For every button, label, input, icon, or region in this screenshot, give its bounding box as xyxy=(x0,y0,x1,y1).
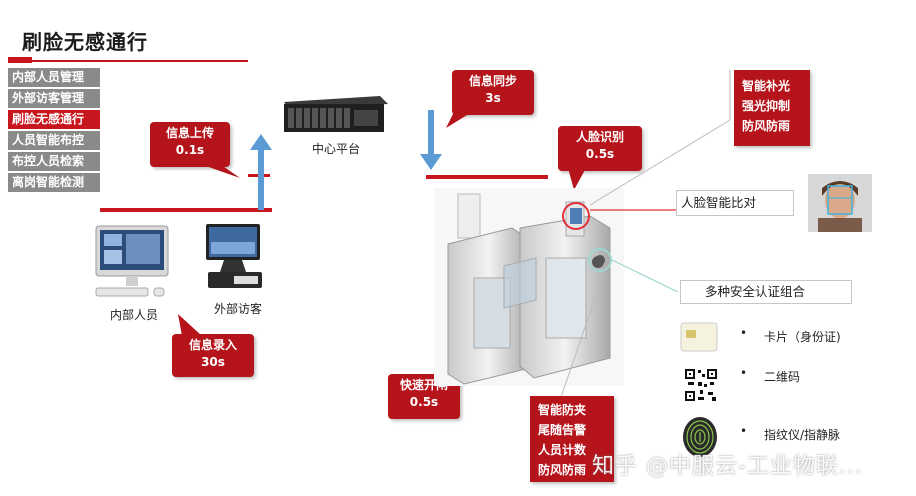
menu-item-smart-control[interactable]: 人员智能布控 xyxy=(8,131,100,150)
callout-upload: 信息上传 0.1s xyxy=(150,122,230,167)
callout-entry: 信息录入 30s xyxy=(172,334,254,377)
callout-upload-title: 信息上传 xyxy=(165,126,214,140)
feature-tailgate-alarm: 尾随告警 xyxy=(538,423,587,437)
gate-bar xyxy=(426,175,548,179)
watermark: 知乎 @中服云-工业物联... xyxy=(592,454,863,479)
callout-face-recognition: 人脸识别 0.5s xyxy=(558,126,642,171)
face-scan-photo-icon xyxy=(808,174,872,232)
callout-face-time: 0.5s xyxy=(585,147,615,161)
feature-glare-suppress: 强光抑制 xyxy=(742,99,791,113)
upload-arrow-icon xyxy=(250,134,272,210)
callout-entry-time: 30s xyxy=(201,355,225,369)
visitor-terminal-icon xyxy=(206,224,262,288)
auth-qr-label: 二维码 xyxy=(764,370,801,384)
side-menu: 内部人员管理 外部访客管理 刷脸无感通行 人员智能布控 布控人员检索 离岗智能检… xyxy=(8,68,100,194)
reader-marker xyxy=(588,248,612,272)
external-visitor-label: 外部访客 xyxy=(214,302,263,316)
menu-item-face-pass[interactable]: 刷脸无感通行 xyxy=(8,110,100,129)
callout-open-gate: 快速开闸 0.5s xyxy=(388,374,460,419)
menu-item-visitor[interactable]: 外部访客管理 xyxy=(8,89,100,108)
callout-upload-time: 0.1s xyxy=(175,143,205,157)
menu-item-internal-staff[interactable]: 内部人员管理 xyxy=(8,68,100,87)
card-icon xyxy=(680,322,718,352)
callout-sync-time: 3s xyxy=(485,91,501,105)
title-underline xyxy=(8,60,248,62)
callout-face-pointer xyxy=(568,168,586,190)
callout-face-title: 人脸识别 xyxy=(575,130,624,144)
center-platform-label: 中心平台 xyxy=(312,142,361,156)
feature-people-count: 人员计数 xyxy=(538,443,587,457)
feature-anti-pinch: 智能防夹 xyxy=(538,403,587,417)
multi-auth-label: 多种安全认证组合 xyxy=(680,280,852,304)
feature-weatherproof-2: 防风防雨 xyxy=(538,463,587,477)
qr-code-icon xyxy=(684,368,718,402)
server-icon xyxy=(284,96,388,132)
menu-item-absence-detect[interactable]: 离岗智能检测 xyxy=(8,173,100,192)
auth-card-bullet: • xyxy=(740,326,748,340)
auth-fingerprint-bullet: • xyxy=(740,424,748,438)
page-title: 刷脸无感通行 xyxy=(22,30,148,54)
fingerprint-icon xyxy=(683,417,717,457)
internal-staff-label: 内部人员 xyxy=(110,308,159,322)
callout-entry-pointer xyxy=(178,314,202,336)
auth-fingerprint-label: 指纹仪/指静脉 xyxy=(764,428,841,442)
feature-fill-light: 智能补光 xyxy=(742,79,791,93)
feature-box-lighting: 智能补光 强光抑制 防风防雨 xyxy=(734,70,810,146)
callout-sync: 信息同步 3s xyxy=(452,70,534,115)
feature-weatherproof: 防风防雨 xyxy=(742,119,791,133)
callout-entry-title: 信息录入 xyxy=(188,338,237,352)
title-underline-accent xyxy=(8,57,32,63)
desktop-computer-icon xyxy=(95,225,169,297)
face-compare-label: 人脸智能比对 xyxy=(676,190,794,216)
auth-card-label: 卡片（身份证) xyxy=(764,330,841,344)
input-bar xyxy=(100,208,272,212)
face-camera-marker xyxy=(562,202,590,230)
callout-upload-pointer xyxy=(200,164,240,178)
turnstile-gate-icon xyxy=(434,188,624,386)
callout-sync-title: 信息同步 xyxy=(468,74,517,88)
callout-gate-time: 0.5s xyxy=(409,395,439,409)
callout-sync-pointer xyxy=(446,112,472,128)
auth-qr-bullet: • xyxy=(740,366,748,380)
sync-arrow-icon xyxy=(420,110,442,170)
feature-box-safety: 智能防夹 尾随告警 人员计数 防风防雨 xyxy=(530,396,614,482)
menu-item-person-search[interactable]: 布控人员检索 xyxy=(8,152,100,171)
